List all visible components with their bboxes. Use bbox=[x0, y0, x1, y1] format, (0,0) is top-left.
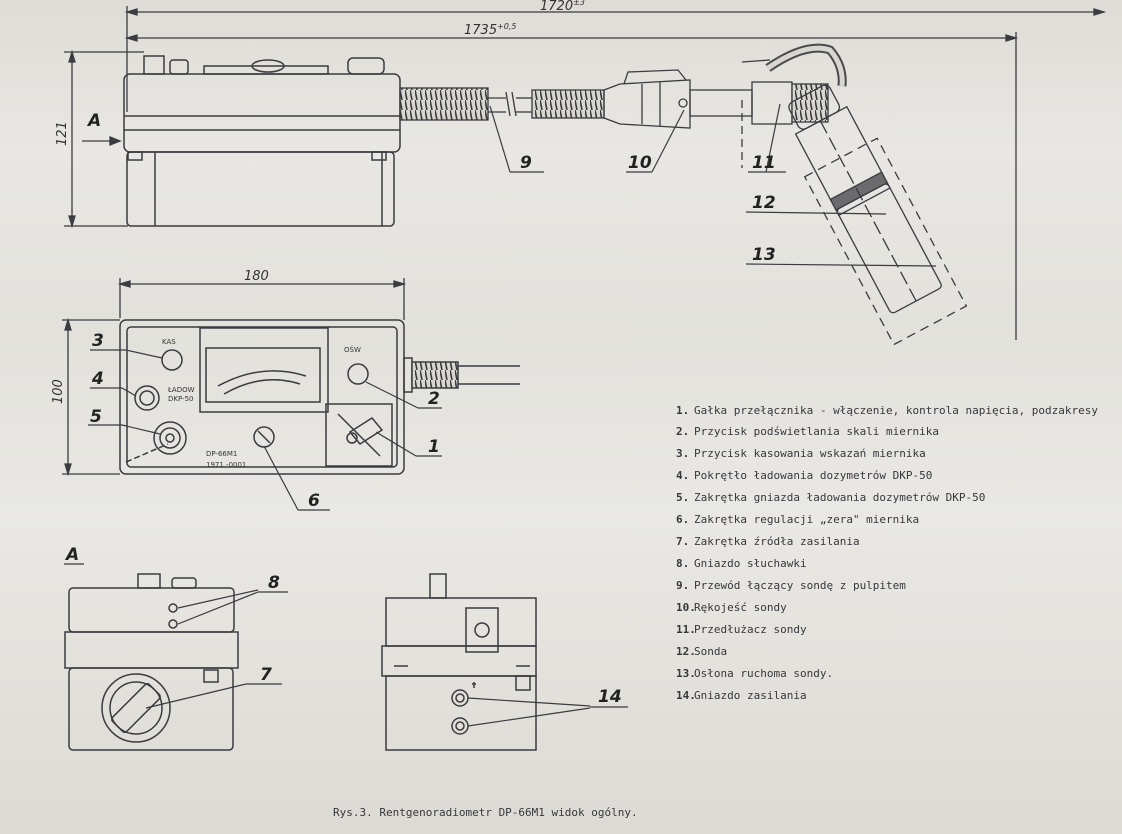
legend-number: 9. bbox=[676, 579, 690, 592]
view-label-arrow: A bbox=[86, 111, 101, 131]
callout-5: 5 bbox=[90, 407, 102, 427]
cable bbox=[399, 87, 605, 121]
callout-1: 1 bbox=[428, 437, 440, 457]
marking-serial: 1971 -0001 bbox=[206, 461, 246, 469]
dim-overall-length: 1720±3 bbox=[540, 0, 585, 14]
legend-item: 4. Pokrętło ładowania dozymetrów DKP-50 bbox=[676, 469, 1116, 482]
legend-text: Gniazdo zasilania bbox=[694, 689, 807, 702]
legend-text: Przewód łączący sondę z pulpitem bbox=[694, 579, 906, 592]
legend-item: 2. Przycisk podświetlania skali miernika bbox=[676, 425, 1116, 438]
callout-11: 11 bbox=[752, 153, 776, 173]
legend-text: Przycisk kasowania wskazań miernika bbox=[694, 447, 926, 460]
callout-8: 8 bbox=[268, 573, 280, 593]
callout-2: 2 bbox=[428, 389, 440, 409]
side-view-console bbox=[123, 55, 401, 227]
legend-item: 10.Rękojeść sondy bbox=[676, 601, 1116, 614]
legend-item: 6. Zakrętka regulacji „zera" miernika bbox=[676, 513, 1116, 526]
legend-text: Gałka przełącznika - włączenie, kontrola… bbox=[694, 404, 1098, 417]
legend-text: Gniazdo słuchawki bbox=[694, 557, 807, 570]
callout-12: 12 bbox=[752, 193, 776, 213]
figure-caption: Rys.3. Rentgenoradiometr DP-66M1 widok o… bbox=[333, 806, 638, 819]
legend-number: 13. bbox=[676, 667, 696, 680]
legend-item: 13.Osłona ruchoma sondy. bbox=[676, 667, 1116, 680]
callout-3: 3 bbox=[92, 331, 104, 351]
legend-item: 8. Gniazdo słuchawki bbox=[676, 557, 1116, 570]
view-label-a: A bbox=[64, 545, 79, 565]
dim-panel-width: 180 bbox=[244, 269, 269, 284]
dimension-between bbox=[124, 32, 1019, 340]
dim-panel-height: 100 bbox=[51, 379, 66, 404]
legend-number: 6. bbox=[676, 513, 690, 526]
callout-4: 4 bbox=[91, 369, 104, 389]
legend-text: Sonda bbox=[694, 645, 728, 658]
dimension-panel bbox=[62, 278, 407, 477]
callout-14: 14 bbox=[598, 687, 622, 707]
marking-model: DP-66M1 bbox=[206, 450, 237, 458]
legend-number: 2. bbox=[676, 425, 690, 438]
dimension-height bbox=[64, 49, 144, 229]
probe-body bbox=[788, 84, 968, 346]
legend-item: 7. Zakrętka źródła zasilania bbox=[676, 535, 1116, 548]
legend-text: Osłona ruchoma sondy. bbox=[694, 667, 834, 680]
legend-item: 3. Przycisk kasowania wskazań miernika bbox=[676, 447, 1116, 460]
legend-number: 8. bbox=[676, 557, 690, 570]
legend-text: Zakrętka źródła zasilania bbox=[694, 535, 860, 548]
marking-ladow: ŁADOW bbox=[167, 386, 195, 394]
callout-6: 6 bbox=[308, 491, 320, 511]
legend-item: 5. Zakrętka gniazda ładowania dozymetrów … bbox=[676, 491, 1116, 504]
front-panel bbox=[119, 319, 520, 475]
legend-number: 12. bbox=[676, 645, 696, 658]
callout-7: 7 bbox=[260, 665, 272, 685]
legend-item: 11.Przedłużacz sondy bbox=[676, 623, 1116, 636]
dim-height: 121 bbox=[55, 121, 70, 146]
legend-text: Pokrętło ładowania dozymetrów DKP-50 bbox=[694, 469, 933, 482]
legend-number: 7. bbox=[676, 535, 690, 548]
legend-text: Przycisk podświetlania skali miernika bbox=[694, 425, 940, 438]
legend-number: 14. bbox=[676, 689, 696, 702]
callout-10: 10 bbox=[628, 153, 652, 173]
legend-text: Zakrętka gniazda ładowania dozymetrów DK… bbox=[694, 491, 986, 504]
legend-item: 9. Przewód łączący sondę z pulpitem bbox=[676, 579, 1116, 592]
dimension-overall bbox=[124, 6, 1107, 112]
probe-flex-cable bbox=[741, 43, 847, 168]
end-view-back bbox=[381, 573, 537, 751]
legend-number: 1. bbox=[676, 404, 690, 417]
legend-text: Przedłużacz sondy bbox=[694, 623, 807, 636]
end-view-a bbox=[64, 573, 239, 751]
legend-text: Zakrętka regulacji „zera" miernika bbox=[694, 513, 920, 526]
parts-legend: 1. Gałka przełącznika - włączenie, kontro… bbox=[676, 404, 1116, 711]
legend-number: 3. bbox=[676, 447, 690, 460]
marking-osw: OŚW bbox=[344, 345, 361, 354]
legend-number: 10. bbox=[676, 601, 696, 614]
legend-item: 12.Sonda bbox=[676, 645, 1116, 658]
callout-13: 13 bbox=[752, 245, 776, 265]
legend-number: 4. bbox=[676, 469, 690, 482]
dim-length-between: 1735+0,5 bbox=[464, 22, 517, 38]
legend-item: 14.Gniazdo zasilania bbox=[676, 689, 1116, 702]
legend-number: 11. bbox=[676, 623, 696, 636]
probe-handle bbox=[603, 69, 829, 129]
marking-dkp: DKP-50 bbox=[168, 395, 193, 403]
leader-lines bbox=[88, 103, 937, 727]
view-arrow-a bbox=[82, 136, 122, 146]
legend-text: Rękojeść sondy bbox=[694, 601, 787, 614]
marking-kas: KAS bbox=[162, 338, 176, 346]
callout-9: 9 bbox=[520, 153, 532, 173]
legend-item: 1. Gałka przełącznika - włączenie, kontro… bbox=[676, 404, 1116, 417]
legend-number: 5. bbox=[676, 491, 690, 504]
